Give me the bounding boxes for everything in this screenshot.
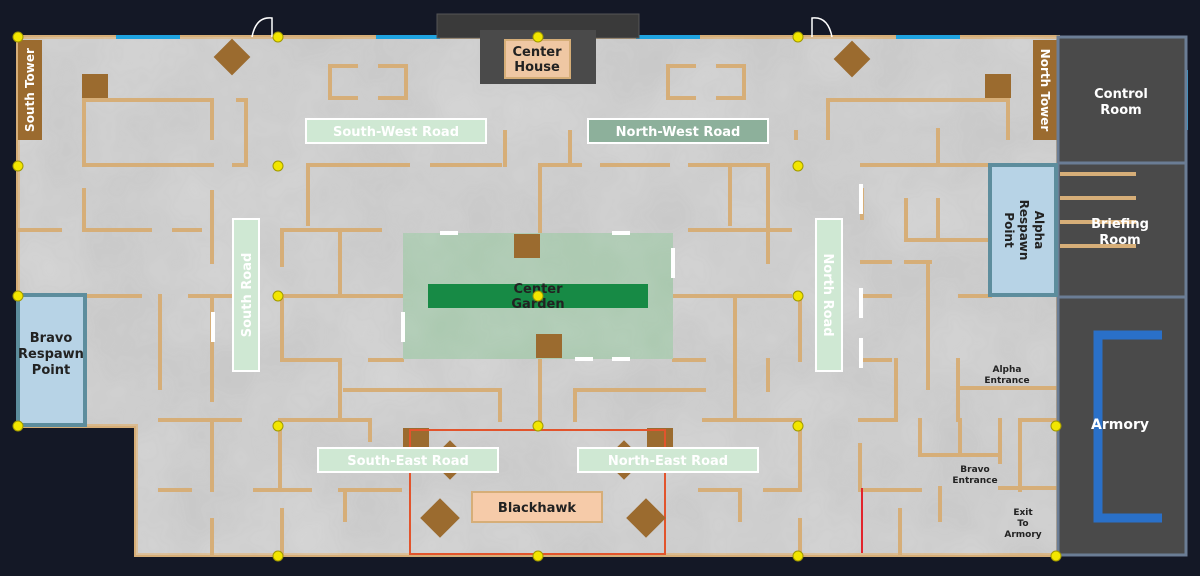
waypoint-marker [792,31,804,43]
waypoints [12,31,1062,562]
wall-segment [918,418,1002,457]
wall-segment [280,294,342,362]
wall-segment [716,64,746,100]
waypoint-marker [792,160,804,172]
waypoint-marker [532,420,544,432]
waypoint-marker [272,290,284,302]
north-east-road-label: North-East Road [608,454,728,469]
south-east-road-label: South-East Road [347,454,469,469]
waypoint-marker [792,420,804,432]
door-arcs [251,17,833,38]
waypoint-marker [12,31,24,43]
waypoint-marker [532,31,544,43]
north-tower-label: North Tower [1038,49,1052,132]
south-west-road-label: South-West Road [333,125,459,140]
south-tower-label: South Tower [23,48,37,132]
waypoint-marker [12,420,24,432]
wall-segment [904,198,998,242]
alpha-respawn-label: AlphaRespawnPoint [1002,200,1046,261]
wall-segment [236,98,248,167]
waypoint-marker [792,290,804,302]
waypoint-marker [12,160,24,172]
waypoint-marker [532,290,544,302]
armory-label: Armory [1091,417,1149,433]
alpha-respawn-point: AlphaRespawnPoint [988,163,1058,297]
towers: South Tower North Tower [18,40,1057,140]
north-road-label: North Road [820,253,835,336]
wall-segment [328,64,358,100]
waypoint-marker [272,550,284,562]
wall-segment [82,188,152,232]
blackhawk-pad [471,491,603,523]
waypoint-marker [792,550,804,562]
waypoint-marker [12,290,24,302]
waypoint-marker [272,420,284,432]
south-road-label: South Road [240,253,255,338]
white-windows [211,184,863,368]
armory-wall [1093,330,1162,523]
waypoint-marker [272,31,284,43]
wall-segment [826,98,1010,140]
waypoint-marker [532,550,544,562]
road-labels: South-West Road North-West Road South-Ea… [232,118,843,473]
blackhawk-label: Blackhawk [498,501,577,516]
wall-segment [666,64,696,100]
waypoint-marker [1050,420,1062,432]
waypoint-marker [272,160,284,172]
north-west-road-label: North-West Road [616,125,741,140]
maze-walls [18,64,1058,555]
wall-segment [378,64,408,100]
waypoint-marker [1050,550,1062,562]
wall-segment [82,98,214,140]
wall-segment [82,98,214,167]
